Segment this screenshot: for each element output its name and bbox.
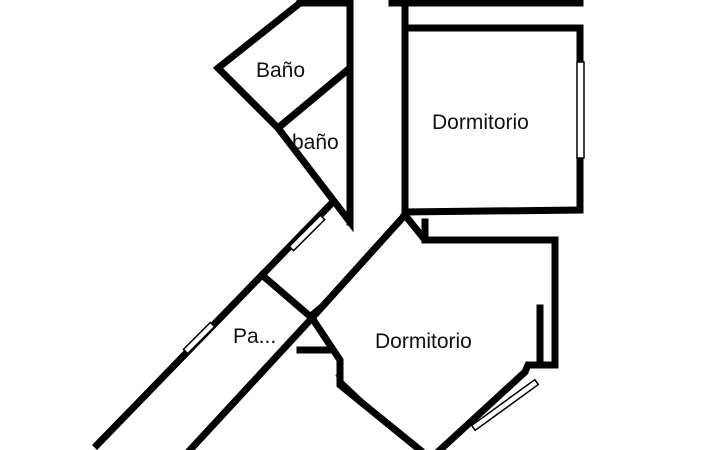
door-hall [307,289,339,316]
room-label-pasillo: Pa... [233,325,276,348]
room-label-dormitorio-top: Dormitorio [432,111,529,134]
wall-pasillo [92,270,318,450]
room-label-dormitorio-bottom: Dormitorio [375,330,472,353]
window-pasillo-left [182,321,216,355]
wall-dormitorio-bottom-thin [335,374,411,446]
window-dormitorio-right [576,61,585,159]
window-hall [288,214,326,252]
window-dormitorio-bottom [470,378,540,432]
room-label-bano: Baño [256,59,305,82]
room-label-small-bano: baño [292,131,339,154]
door-pasillo [274,284,306,316]
